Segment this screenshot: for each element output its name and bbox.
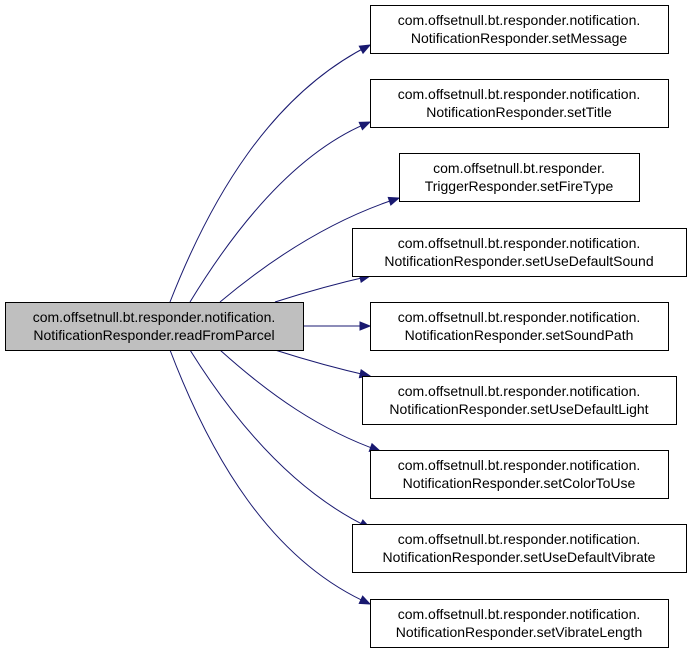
target-node-setVibrateLength[interactable]: com.offsetnull.bt.responder.notification… bbox=[370, 599, 669, 648]
target-node-setColorToUse[interactable]: com.offsetnull.bt.responder.notification… bbox=[370, 450, 669, 499]
node-label-line1: com.offsetnull.bt.responder.notification… bbox=[398, 606, 641, 622]
target-node-setUseDefaultSound[interactable]: com.offsetnull.bt.responder.notification… bbox=[352, 228, 687, 277]
arrowhead-setVibrateLength bbox=[358, 595, 372, 605]
node-label-line1: com.offsetnull.bt.responder.notification… bbox=[398, 457, 641, 473]
node-label-line1: com.offsetnull.bt.responder.notification… bbox=[398, 309, 641, 325]
node-box bbox=[370, 599, 669, 648]
arrowhead-setMessage bbox=[358, 44, 372, 55]
node-box bbox=[370, 302, 669, 351]
node-box bbox=[370, 5, 669, 54]
arrowhead-setFireType bbox=[387, 196, 401, 206]
node-label-line2: TriggerResponder.setFireType bbox=[425, 178, 614, 194]
node-label-line1: com.offsetnull.bt.responder.notification… bbox=[398, 531, 641, 547]
node-label-line2: NotificationResponder.setUseDefaultVibra… bbox=[383, 549, 656, 565]
node-label-line2: NotificationResponder.setSoundPath bbox=[405, 327, 634, 343]
target-node-setTitle[interactable]: com.offsetnull.bt.responder.notification… bbox=[370, 79, 669, 128]
edge-to-setFireType bbox=[219, 197, 400, 303]
node-label-line2: NotificationResponder.setUseDefaultSound bbox=[384, 253, 653, 269]
edge-to-setMessage bbox=[169, 44, 371, 303]
node-label-line2: NotificationResponder.readFromParcel bbox=[33, 327, 274, 343]
edge-to-setTitle bbox=[189, 121, 371, 303]
node-box bbox=[370, 79, 669, 128]
node-label-line1: com.offsetnull.bt.responder. bbox=[433, 160, 605, 176]
node-label-line2: NotificationResponder.setColorToUse bbox=[403, 475, 636, 491]
call-nodes: com.offsetnull.bt.responder.notification… bbox=[5, 5, 687, 648]
edge-to-setUseDefaultVibrate bbox=[189, 349, 371, 529]
target-node-setSoundPath[interactable]: com.offsetnull.bt.responder.notification… bbox=[370, 302, 669, 351]
node-box bbox=[370, 450, 669, 499]
node-box bbox=[5, 302, 304, 351]
node-label-line2: NotificationResponder.setVibrateLength bbox=[396, 624, 642, 640]
node-label-line1: com.offsetnull.bt.responder.notification… bbox=[33, 309, 276, 325]
edge-to-setUseDefaultLight bbox=[274, 349, 371, 377]
arrowhead-setSoundPath bbox=[359, 321, 372, 331]
node-label-line1: com.offsetnull.bt.responder.notification… bbox=[398, 383, 641, 399]
edge-to-setColorToUse bbox=[219, 349, 381, 452]
node-label-line2: NotificationResponder.setTitle bbox=[426, 104, 612, 120]
node-box bbox=[362, 376, 677, 425]
node-box bbox=[352, 228, 687, 277]
target-node-setMessage[interactable]: com.offsetnull.bt.responder.notification… bbox=[370, 5, 669, 54]
target-node-setUseDefaultVibrate[interactable]: com.offsetnull.bt.responder.notification… bbox=[352, 524, 687, 573]
arrowhead-setTitle bbox=[358, 121, 372, 131]
node-label-line1: com.offsetnull.bt.responder.notification… bbox=[398, 12, 641, 28]
node-box bbox=[352, 524, 687, 573]
node-label-line2: NotificationResponder.setUseDefaultLight bbox=[389, 401, 648, 417]
node-label-line1: com.offsetnull.bt.responder.notification… bbox=[398, 86, 641, 102]
node-label-line2: NotificationResponder.setMessage bbox=[411, 30, 628, 46]
edge-to-setVibrateLength bbox=[169, 349, 371, 605]
node-label-line1: com.offsetnull.bt.responder.notification… bbox=[398, 235, 641, 251]
source-node-readFromParcel[interactable]: com.offsetnull.bt.responder.notification… bbox=[5, 302, 304, 351]
target-node-setFireType[interactable]: com.offsetnull.bt.responder. TriggerRespo… bbox=[399, 153, 640, 202]
edge-to-setUseDefaultSound bbox=[274, 275, 371, 303]
target-node-setUseDefaultLight[interactable]: com.offsetnull.bt.responder.notification… bbox=[362, 376, 677, 425]
node-box bbox=[399, 153, 640, 202]
call-edges bbox=[169, 44, 401, 605]
